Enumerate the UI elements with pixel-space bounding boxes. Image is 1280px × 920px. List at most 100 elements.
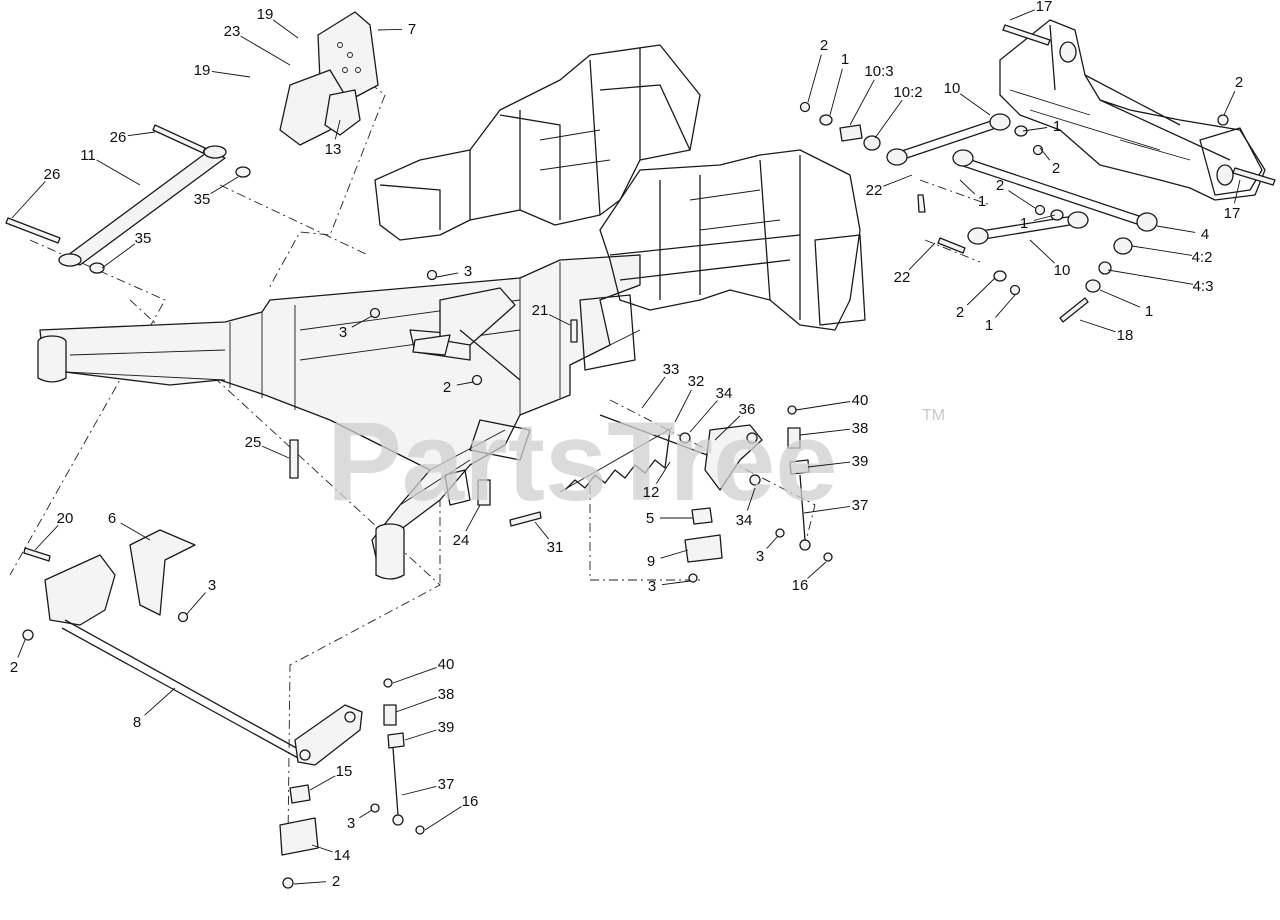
callout-leader-line [401, 785, 437, 796]
rear-subframe [999, 19, 1266, 201]
callout-leader-line [807, 461, 851, 468]
callout-leader-line [1107, 269, 1194, 285]
callout-2: 2 [996, 177, 1036, 209]
callout-39: 39 [807, 453, 869, 470]
link-10-upper [819, 113, 1028, 166]
callout-leader-line [874, 99, 903, 139]
link-37-lower [370, 678, 425, 835]
callout-34: 34 [736, 487, 756, 529]
callout-label: 4:3 [1193, 278, 1214, 295]
callout-leader-line [424, 806, 462, 831]
callout-label: 1 [1020, 215, 1028, 232]
callout-label: 5 [646, 510, 654, 527]
callout-leader-line [334, 119, 341, 140]
upper-frame [374, 44, 866, 371]
callout-9: 9 [647, 549, 689, 570]
callout-label: 32 [688, 373, 705, 390]
callout-label: 35 [194, 191, 211, 208]
callout-leader-line [714, 415, 741, 441]
callout-label: 9 [647, 553, 655, 570]
callout-leader-line [1131, 245, 1193, 256]
callout-leader-line [395, 696, 437, 713]
callout-18: 18 [1079, 319, 1133, 344]
callout-label: 22 [866, 182, 883, 199]
callout-label: 16 [462, 793, 479, 810]
callout-label: 33 [663, 361, 680, 378]
callout-leader-line [127, 131, 156, 137]
callout-38: 38 [799, 420, 869, 437]
callout-leader-line [829, 68, 843, 116]
callout-leader-line [661, 580, 691, 586]
callout-21: 21 [532, 302, 571, 326]
callout-leader-line [436, 272, 459, 278]
callout-25: 25 [245, 434, 290, 459]
callout-5: 5 [646, 510, 693, 527]
callout-leader-line [1233, 179, 1241, 204]
callout-37: 37 [401, 776, 454, 796]
callout-label: 39 [852, 453, 869, 470]
callout-leader-line [1022, 127, 1048, 132]
nuts-small [22, 101, 1229, 889]
callout-22: 22 [866, 174, 913, 199]
callout-label: 34 [736, 512, 753, 529]
callout-leader-line [185, 592, 206, 616]
callout-label: 10:3 [864, 63, 893, 80]
callout-20: 20 [34, 510, 73, 551]
callout-label: 2 [996, 177, 1004, 194]
callout-label: 38 [852, 420, 869, 437]
callout-leader-line [966, 277, 996, 306]
callout-label: 26 [44, 166, 61, 183]
callout-label: 2 [443, 379, 451, 396]
spring-32 [559, 427, 673, 493]
callout-label: 7 [408, 21, 416, 38]
callout-2: 2 [1039, 147, 1060, 177]
callout-label: 10 [1054, 262, 1071, 279]
callout-label: 21 [532, 302, 549, 319]
blocks-5-9 [684, 507, 723, 583]
callout-2: 2 [807, 37, 828, 103]
main-frame [37, 254, 641, 580]
callout-16: 16 [424, 793, 479, 831]
plate-13 [324, 89, 361, 136]
callout-leader-line [96, 159, 141, 186]
callout-8: 8 [133, 687, 176, 731]
callout-label: 25 [245, 434, 262, 451]
callout-label: 2 [332, 873, 340, 890]
callout-leader-line [799, 428, 851, 436]
callout-leader-line [689, 400, 718, 433]
callout-label: 12 [643, 484, 660, 501]
callout-10: 10 [944, 80, 991, 116]
callout-19: 19 [194, 62, 251, 79]
callout-label: 17 [1036, 0, 1053, 15]
callout-35: 35 [194, 176, 239, 208]
callout-leader-line [548, 314, 571, 326]
pedal-bracket [412, 287, 521, 381]
callout-leader-line [1029, 239, 1056, 264]
callout-label: 3 [208, 577, 216, 594]
callout-leader-line [1156, 225, 1196, 233]
callout-leader-line [240, 35, 291, 66]
callout-10-3: 10:3 [849, 63, 894, 126]
callout-label: 4:2 [1192, 249, 1213, 266]
callout-24: 24 [453, 504, 481, 549]
callout-label: 3 [648, 578, 656, 595]
callout-2: 2 [956, 277, 996, 321]
callout-label: 39 [438, 719, 455, 736]
callout-leader-line [656, 461, 671, 484]
callout-1: 1 [1020, 214, 1056, 232]
callout-label: 8 [133, 714, 141, 731]
callout-leader-line [746, 487, 756, 511]
callout-leader-line [465, 504, 481, 532]
callout-label: 11 [80, 147, 96, 164]
callout-leader-line [120, 522, 151, 541]
callout-37: 37 [803, 497, 868, 514]
callout-leader-line [359, 809, 373, 819]
link-4 [952, 149, 1158, 293]
callout-leader-line [908, 242, 936, 271]
callout-40: 40 [795, 392, 868, 411]
callout-label: 36 [739, 401, 756, 418]
callout-label: 19 [194, 62, 211, 79]
callout-10-2: 10:2 [874, 84, 923, 139]
